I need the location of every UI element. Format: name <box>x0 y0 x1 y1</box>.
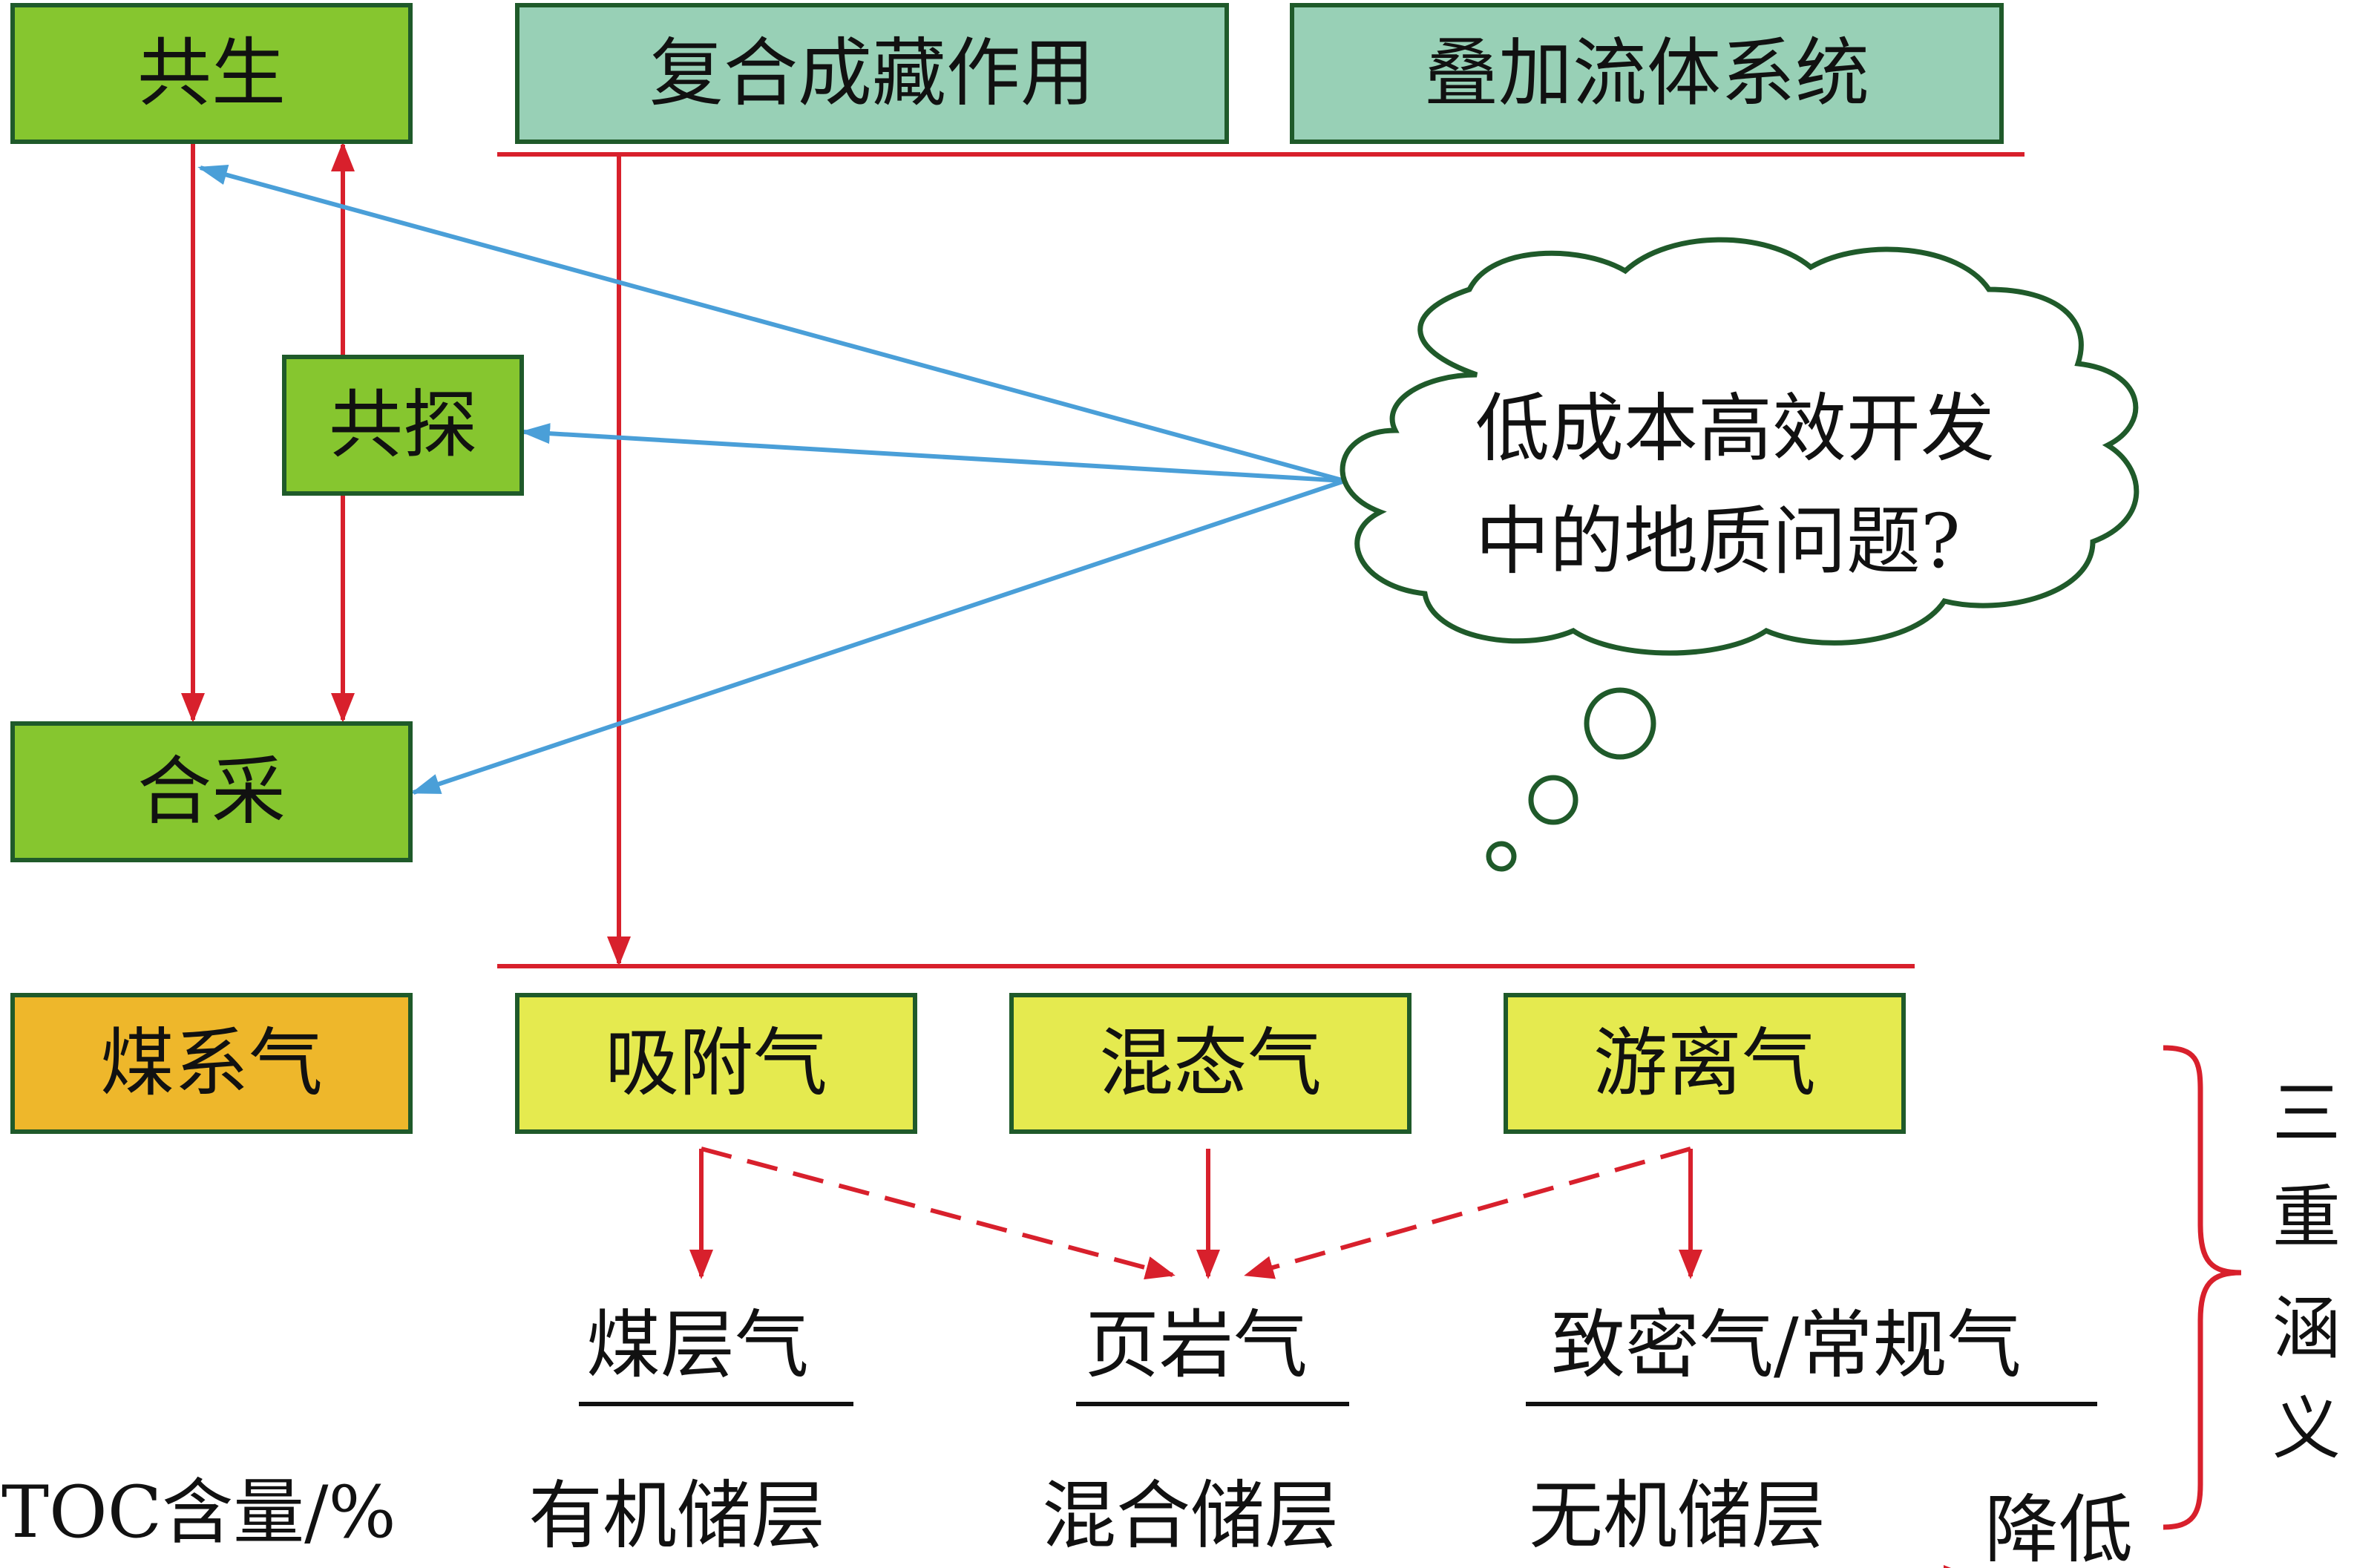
hecai-box: 合采 <box>10 721 413 862</box>
decrease-label: 降低 <box>1984 1486 2133 1568</box>
adsorbed-gas-label: 吸附气 <box>605 1020 827 1106</box>
thought-bubble-large <box>1584 687 1656 760</box>
superimposed-fluid-label: 叠加流体系统 <box>1424 30 1869 117</box>
triple-meaning-brace <box>2163 1045 2242 1530</box>
adsorbed-gas-box: 吸附气 <box>515 993 917 1134</box>
compound-accumulation-box: 复合成藏作用 <box>515 3 1229 144</box>
blue-arrow-to-gongtan <box>520 423 1345 483</box>
gongtan-box: 共探 <box>282 355 524 496</box>
compound-accumulation-label: 复合成藏作用 <box>649 30 1095 117</box>
coal-measure-gas-box: 煤系气 <box>10 993 413 1134</box>
tight-conventional-gas-label: 致密气/常规气 <box>1551 1302 2022 1388</box>
dashed-arrow-free-to-shale <box>1244 1147 1691 1279</box>
inorganic-reservoir-label: 无机储层 <box>1529 1472 1826 1559</box>
coal-measure-gas-label: 煤系气 <box>100 1020 323 1106</box>
blue-arrow-to-gongsheng <box>197 164 1345 483</box>
dashed-arrow-adsorbed-to-shale <box>701 1147 1176 1280</box>
cloud-text-line2: 中的地质问题? <box>1475 498 1961 585</box>
shale-gas-underline <box>1076 1402 1349 1406</box>
mixed-gas-label: 混态气 <box>1099 1020 1322 1106</box>
hecai-label: 合采 <box>137 748 286 835</box>
gongtan-label: 共探 <box>329 381 477 468</box>
superimposed-fluid-box: 叠加流体系统 <box>1290 3 2004 144</box>
gongsheng-box: 共生 <box>10 3 413 144</box>
triple-meaning-char-1: 三 <box>2272 1074 2341 1153</box>
free-gas-label: 游离气 <box>1593 1020 1816 1106</box>
toc-content-label: TOC含量/% <box>1 1471 396 1554</box>
triple-meaning-char-4: 义 <box>2272 1389 2341 1469</box>
tight-conventional-gas-underline <box>1526 1402 2097 1406</box>
triple-meaning-char-2: 重 <box>2272 1178 2341 1257</box>
shale-gas-label: 页岩气 <box>1085 1302 1308 1388</box>
free-gas-box: 游离气 <box>1504 993 1906 1134</box>
cloud-text-line1: 低成本高效开发 <box>1475 385 1995 472</box>
thought-bubble-medium <box>1528 775 1578 825</box>
thought-cloud <box>1340 237 2140 656</box>
mixed-reservoir-label: 混合储层 <box>1042 1472 1339 1559</box>
organic-reservoir-label: 有机储层 <box>528 1472 825 1559</box>
coalbed-methane-label: 煤层气 <box>586 1302 809 1388</box>
triple-meaning-char-3: 涵 <box>2272 1289 2341 1368</box>
gongsheng-label: 共生 <box>137 30 286 117</box>
blue-arrow-to-hecai <box>410 479 1345 795</box>
mixed-gas-box: 混态气 <box>1009 993 1412 1134</box>
thought-bubble-small <box>1486 841 1517 872</box>
coalbed-methane-underline <box>579 1402 853 1406</box>
